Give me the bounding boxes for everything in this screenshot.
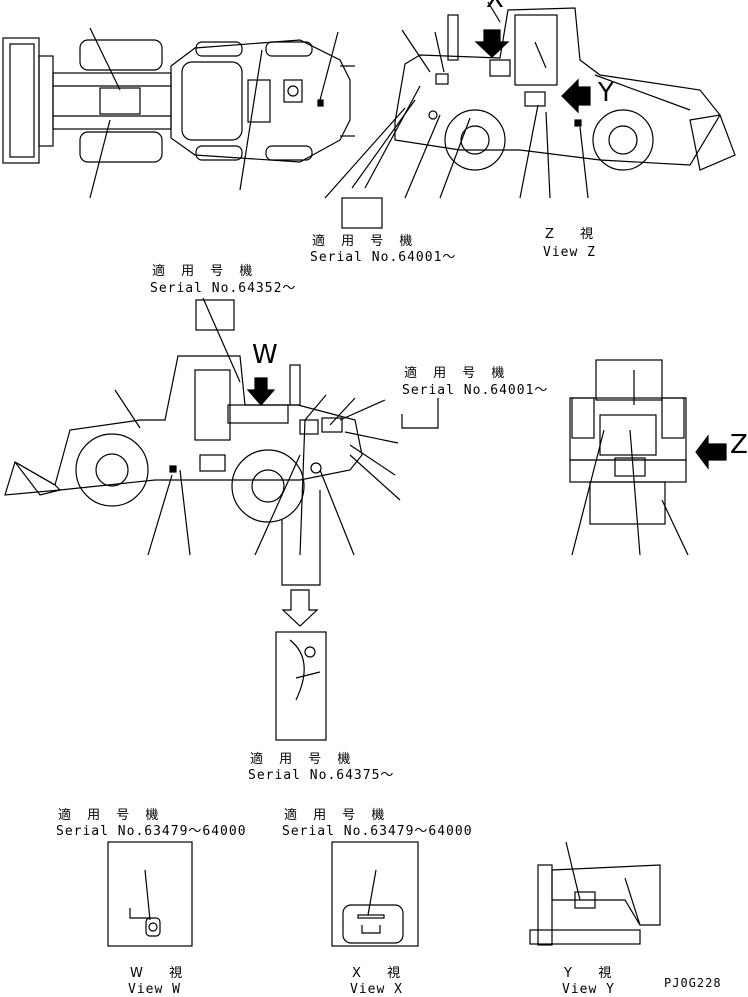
view-y-drawing [529,841,661,946]
view-letter-z: Z [730,430,748,460]
serial-no-view-x: Serial No.63479～64000 [282,824,473,839]
serial-jp-detail: 適 用 号 機 [250,752,357,767]
view-w-box [107,841,193,947]
serial-jp-view-w: 適 用 号 機 [58,808,165,823]
serial-no-detail: Serial No.64375～ [248,768,395,783]
serial-no-top-left: Serial No.64352～ [150,281,297,296]
view-letter-y: Y [598,78,615,108]
top-view-loader [2,27,355,199]
serial-jp-z-side: 適 用 号 機 [312,234,419,249]
view-z-jp: Z 視 [545,227,600,242]
view-y-en: View Y [562,982,615,997]
serial-no-mid-right: Serial No.64001～ [402,383,549,398]
side-view-main [4,297,439,627]
view-x-box [331,841,419,947]
detail-box [275,631,327,741]
serial-jp-top-left: 適 用 号 機 [152,264,259,279]
serial-jp-mid-right: 適 用 号 機 [404,366,511,381]
rear-view [569,359,727,556]
view-z-en: View Z [543,245,596,260]
side-view-rear [324,1,736,229]
view-letter-w: W [252,340,279,370]
drawing-code: PJ0G228 [664,976,722,990]
serial-no-z-side: Serial No.64001～ [310,250,457,265]
view-w-en: View W [128,982,181,997]
serial-no-view-w: Serial No.63479～64000 [56,824,247,839]
serial-jp-view-x: 適 用 号 機 [284,808,391,823]
view-y-jp: Y 視 [564,966,618,981]
view-w-jp: W 視 [130,966,189,981]
view-x-en: View X [350,982,403,997]
view-letter-x: X [486,0,505,12]
view-x-jp: X 視 [352,966,407,981]
